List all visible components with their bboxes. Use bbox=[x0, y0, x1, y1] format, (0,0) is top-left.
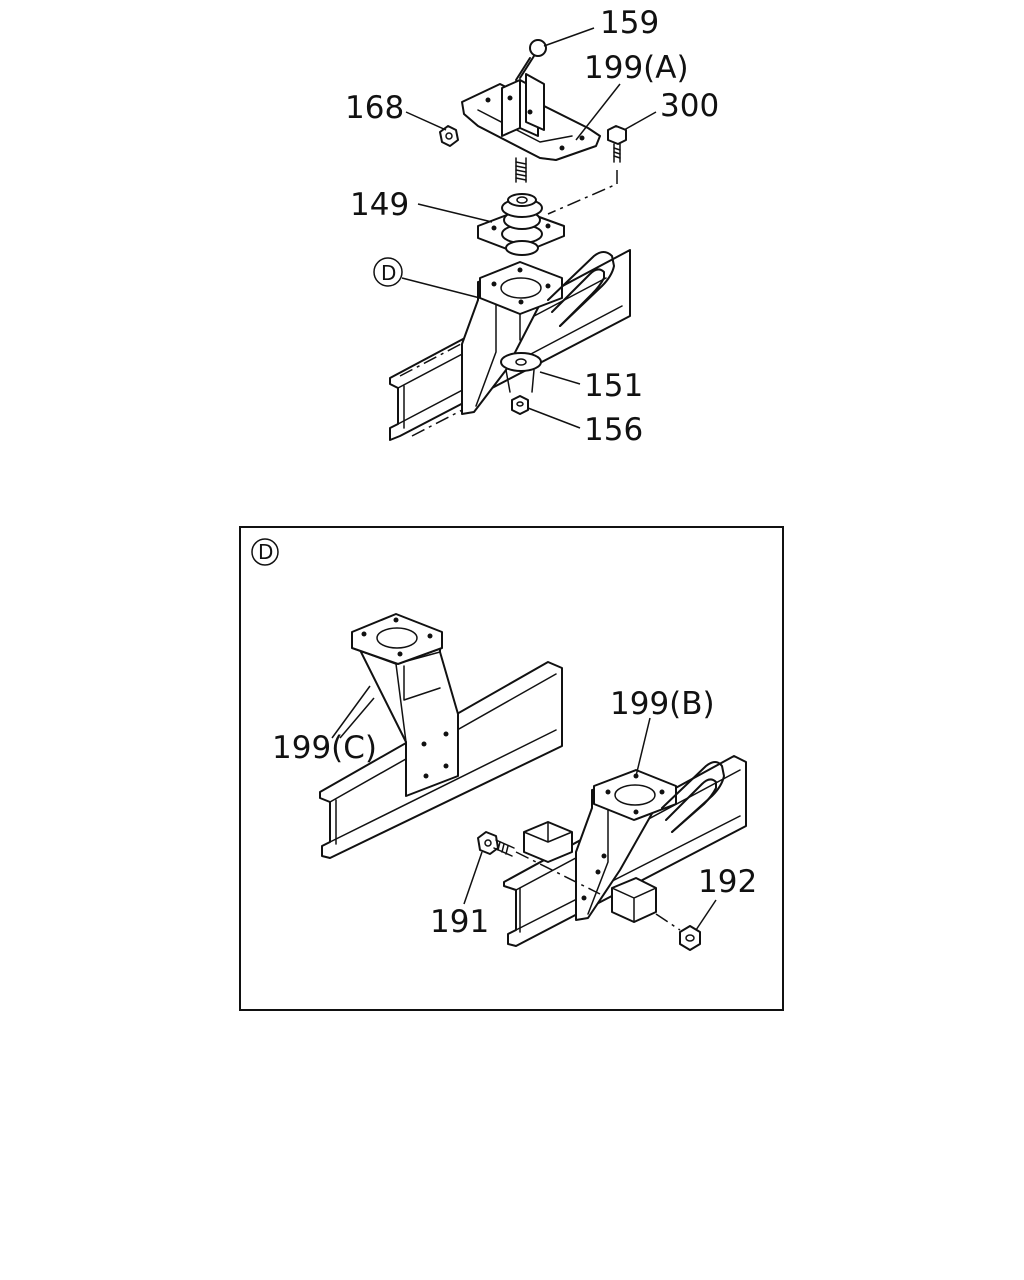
bracket-199c bbox=[351, 613, 459, 797]
label-151: 151 bbox=[584, 368, 643, 404]
leader-156 bbox=[527, 407, 581, 429]
leader-149 bbox=[417, 203, 493, 223]
leader-199a bbox=[575, 83, 621, 141]
leader-199b bbox=[635, 717, 651, 777]
label-199a: 199(A) bbox=[584, 50, 689, 86]
label-191: 191 bbox=[430, 904, 489, 940]
leader-192 bbox=[695, 899, 717, 931]
label-300: 300 bbox=[660, 88, 719, 124]
rubber-mount-149 bbox=[477, 193, 565, 256]
detail-ref-label: D bbox=[381, 261, 396, 285]
nut-192 bbox=[655, 913, 701, 951]
label-192: 192 bbox=[698, 864, 757, 900]
label-156: 156 bbox=[584, 412, 643, 448]
label-168: 168 bbox=[345, 90, 404, 126]
nut-168 bbox=[439, 125, 459, 147]
detail-view-d: D bbox=[239, 526, 784, 1011]
detail-frame bbox=[239, 526, 784, 1011]
nut-156 bbox=[511, 395, 529, 415]
washer-151 bbox=[500, 352, 542, 393]
bolt-191 bbox=[477, 831, 601, 895]
bolt-159 bbox=[515, 39, 547, 81]
label-149: 149 bbox=[350, 187, 409, 223]
label-199b: 199(B) bbox=[610, 686, 715, 722]
label-159: 159 bbox=[600, 5, 659, 41]
leader-d bbox=[401, 277, 481, 299]
leader-151 bbox=[539, 371, 581, 385]
detail-title-circle bbox=[251, 538, 279, 566]
leader-300 bbox=[623, 111, 657, 131]
label-199c: 199(C) bbox=[272, 730, 377, 766]
bolt-300 bbox=[547, 125, 627, 215]
leader-159 bbox=[543, 27, 595, 47]
leader-199c-2 bbox=[339, 697, 375, 739]
mounting-bracket-199a bbox=[461, 73, 601, 183]
bracket-d bbox=[461, 251, 615, 415]
detail-title: D bbox=[258, 540, 273, 564]
leader-191 bbox=[463, 851, 483, 905]
upper-exploded-view: 159 199(A) 168 300 149 D 151 156 bbox=[345, 5, 719, 448]
bracket-199b bbox=[575, 761, 725, 921]
leader-199c bbox=[331, 685, 371, 739]
leader-168 bbox=[405, 111, 447, 131]
spacer-blocks bbox=[523, 821, 657, 923]
detail-ref-circle bbox=[373, 257, 403, 287]
